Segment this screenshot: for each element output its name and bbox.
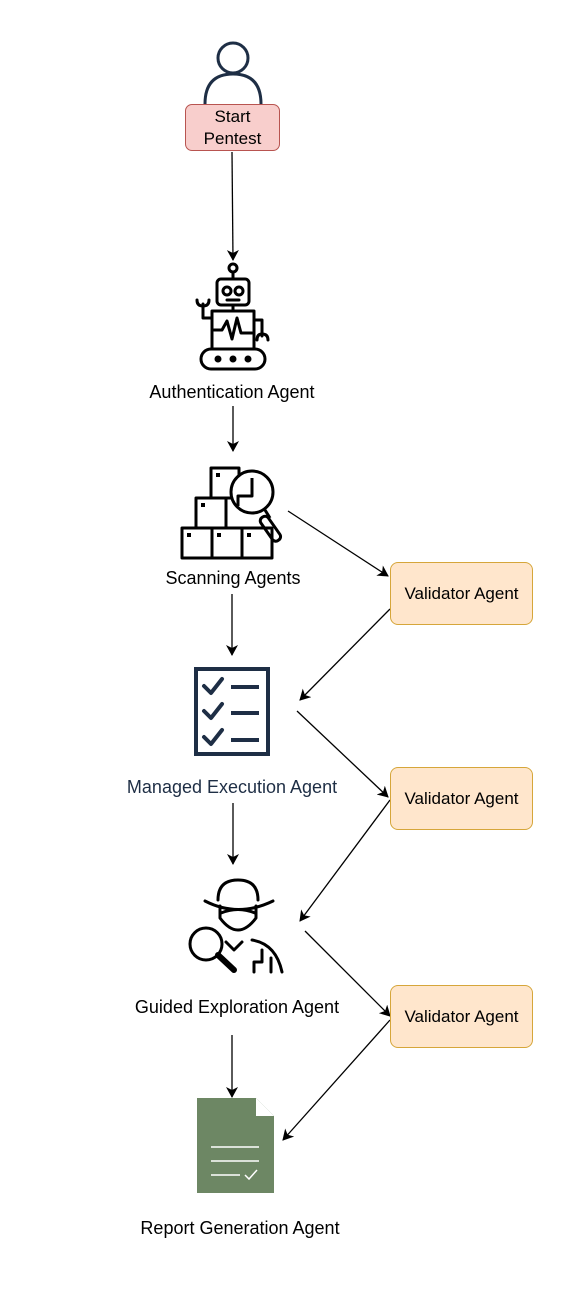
validator-agent-node-1: Validator Agent	[390, 562, 533, 625]
validator-agent-label: Validator Agent	[404, 583, 519, 603]
validator-agent-node-3: Validator Agent	[390, 985, 533, 1048]
flow-arrows	[226, 151, 391, 1141]
arrow-validator-3-to-report	[282, 1019, 391, 1141]
scanning-agents-label: Scanning Agents	[165, 568, 301, 588]
arrow-validator-2-to-guided	[299, 799, 391, 922]
validator-agent-label: Validator Agent	[404, 788, 519, 808]
arrow-validator-1-to-managed	[299, 608, 391, 701]
managed-execution-agent-label: Managed Execution Agent	[126, 777, 338, 797]
arrow-scan-to-validator-1	[287, 510, 389, 577]
arrow-managed-to-validator-2	[296, 710, 389, 798]
validator-agent-node-2: Validator Agent	[390, 767, 533, 830]
user-icon	[203, 41, 263, 105]
arrow-start-to-auth	[226, 151, 239, 261]
boxes-magnifier-icon	[180, 466, 283, 560]
checklist-icon	[194, 667, 270, 756]
robot-icon	[195, 262, 270, 371]
detective-icon	[188, 878, 284, 974]
document-icon	[197, 1098, 274, 1193]
validator-agent-label: Validator Agent	[404, 1006, 519, 1026]
report-generation-agent-label: Report Generation Agent	[140, 1218, 340, 1238]
arrow-guided-to-validator-3	[304, 930, 391, 1017]
authentication-agent-label: Authentication Agent	[149, 382, 315, 402]
guided-exploration-agent-label: Guided Exploration Agent	[134, 997, 340, 1017]
